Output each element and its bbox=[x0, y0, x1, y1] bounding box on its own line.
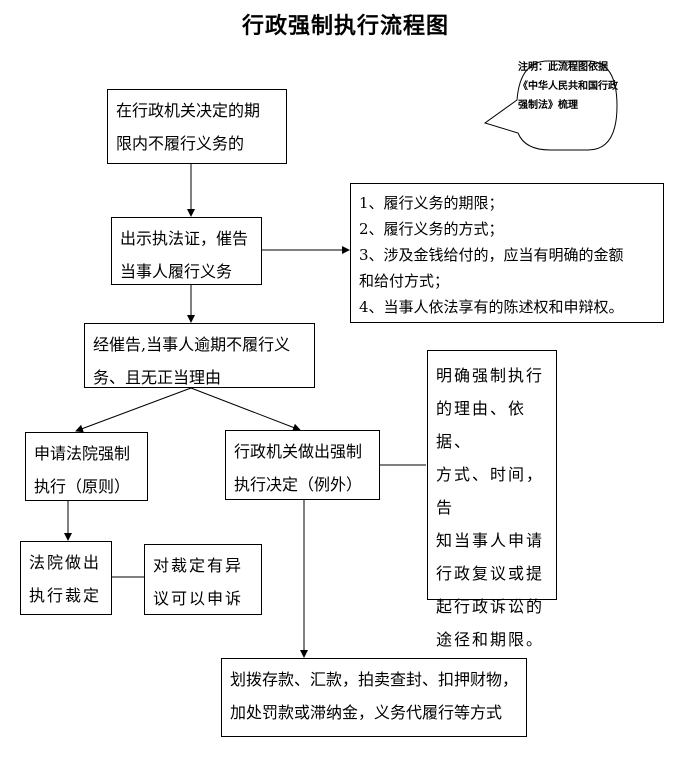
node-overdue: 经催告,当事人逾期不履行义 务、且无正当理由 bbox=[84, 323, 315, 388]
node-requirements: 1、履行义务的期限； 2、履行义务的方式； 3、涉及金钱给付的，应当有明确的金额… bbox=[350, 183, 664, 323]
node-court-ruling: 法院做出 执行裁定 bbox=[20, 541, 112, 615]
note-text: 注明：此流程图依据《中华人民共和国行政强制法》梳理 bbox=[518, 62, 618, 111]
node-measures: 划拨存款、汇款，拍卖查封、扣押财物， 加处罚款或滞纳金，义务代履行等方式 bbox=[221, 658, 527, 737]
edge-overdue-court bbox=[75, 387, 192, 433]
note-bubble bbox=[483, 60, 618, 151]
page-title: 行政强制执行流程图 bbox=[241, 13, 449, 39]
node-agency-decision: 行政机关做出强制 执行决定（例外） bbox=[225, 430, 380, 500]
node-notice: 出示执法证，催告 当事人履行义务 bbox=[111, 217, 262, 285]
node-decision-content: 明确强制执行 的理由、依据、 方式、时间，告 知当事人申请 行政复议或提 起行政… bbox=[427, 350, 557, 649]
edge-overdue-agency bbox=[190, 387, 301, 432]
node-start: 在行政机关决定的期 限内不履行义务的 bbox=[107, 89, 287, 164]
node-court-apply: 申请法院强制 执行（原则） bbox=[25, 432, 148, 501]
node-appeal: 对裁定有异 议可以申诉 bbox=[144, 544, 262, 615]
